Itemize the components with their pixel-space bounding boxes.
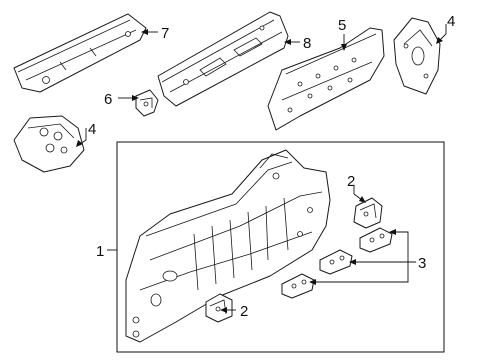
part-8-crossmember[interactable] [157,11,289,107]
part-7-rail[interactable] [13,13,147,93]
callout-8: 8 [303,35,311,52]
part-3-bracket-middle[interactable] [319,249,353,275]
callout-7: 7 [161,25,169,42]
callout-5: 5 [338,17,346,34]
callout-6: 6 [104,91,112,108]
part-4-gusset-right[interactable] [393,17,441,95]
part-3-bracket-top[interactable] [359,227,393,253]
assembly-frame [116,141,445,353]
callout-4-left: 4 [88,121,96,138]
callout-2-lower: 2 [240,303,248,320]
part-5-side-panel[interactable] [267,27,385,131]
callout-2-upper: 2 [347,173,355,190]
part-2-clip-upper[interactable] [353,197,383,229]
part-3-bracket-bottom[interactable] [281,273,315,299]
callout-3: 3 [418,255,426,272]
leader-lines [76,24,447,313]
part-1-rear-panel[interactable] [125,149,331,343]
part-4-gusset-left[interactable] [13,115,85,173]
callout-4-top: 4 [447,13,455,30]
part-6-bracket[interactable] [135,89,159,117]
callout-1: 1 [96,243,104,260]
